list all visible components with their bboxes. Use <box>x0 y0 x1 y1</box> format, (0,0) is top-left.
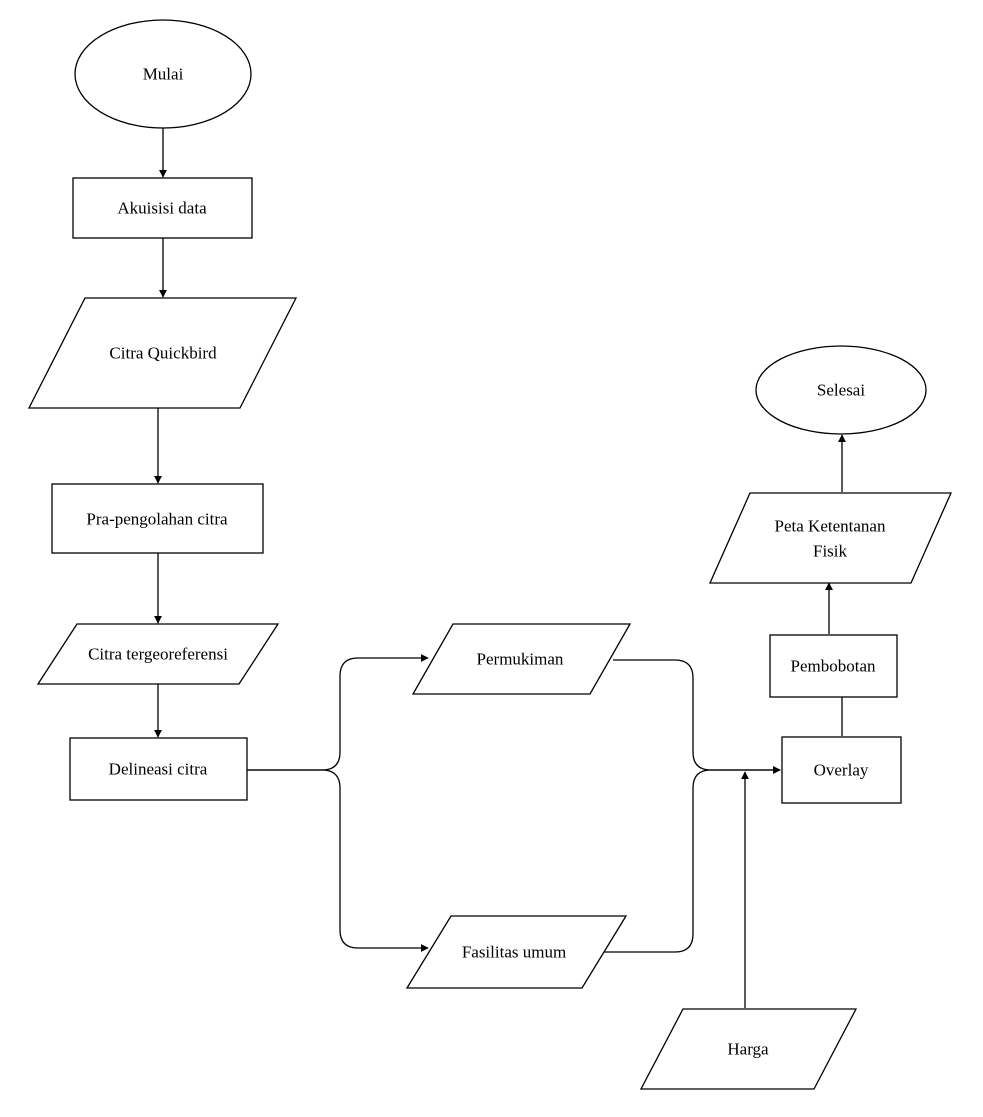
node-fasilitas-umum-label: Fasilitas umum <box>462 943 566 962</box>
node-harga: Harga <box>639 1008 858 1090</box>
node-delineasi-citra: Delineasi citra <box>69 737 248 801</box>
node-citra-tergeoreferensi: Citra tergeoreferensi <box>36 623 280 685</box>
node-overlay: Overlay <box>781 736 902 804</box>
edge-delineasi-permukiman <box>247 654 429 771</box>
connectors <box>154 128 846 1008</box>
node-citra-quickbird: Citra Quickbird <box>27 297 298 409</box>
node-peta-ketentanan-fisik: Peta Ketentanan Fisik <box>708 492 953 584</box>
node-selesai-label: Selesai <box>817 381 865 400</box>
node-peta-ketentanan-fisik-line1: Peta Ketentanan <box>775 517 886 536</box>
node-akuisisi-data-label: Akuisisi data <box>117 199 207 218</box>
node-overlay-label: Overlay <box>814 761 869 780</box>
node-pembobotan-label: Pembobotan <box>791 657 876 676</box>
node-akuisisi-data: Akuisisi data <box>72 177 253 239</box>
node-pra-pengolahan-label: Pra-pengolahan citra <box>86 510 228 529</box>
node-fasilitas-umum: Fasilitas umum <box>405 915 628 989</box>
node-pra-pengolahan: Pra-pengolahan citra <box>51 483 264 554</box>
node-pembobotan: Pembobotan <box>769 634 898 698</box>
node-mulai-label: Mulai <box>143 65 184 84</box>
edge-permukiman-overlay <box>613 659 781 774</box>
node-citra-tergeoreferensi-label: Citra tergeoreferensi <box>88 645 228 664</box>
node-selesai: Selesai <box>755 345 927 435</box>
edge-delineasi-fasilitas <box>247 769 429 952</box>
node-peta-ketentanan-fisik-line2: Fisik <box>813 542 848 561</box>
node-harga-label: Harga <box>727 1040 769 1059</box>
node-permukiman: Permukiman <box>411 623 632 695</box>
node-citra-quickbird-label: Citra Quickbird <box>109 344 217 363</box>
node-delineasi-citra-label: Delineasi citra <box>109 760 208 779</box>
node-mulai: Mulai <box>74 19 252 129</box>
node-permukiman-label: Permukiman <box>477 650 564 669</box>
edge-fasilitas-overlay <box>599 766 781 953</box>
